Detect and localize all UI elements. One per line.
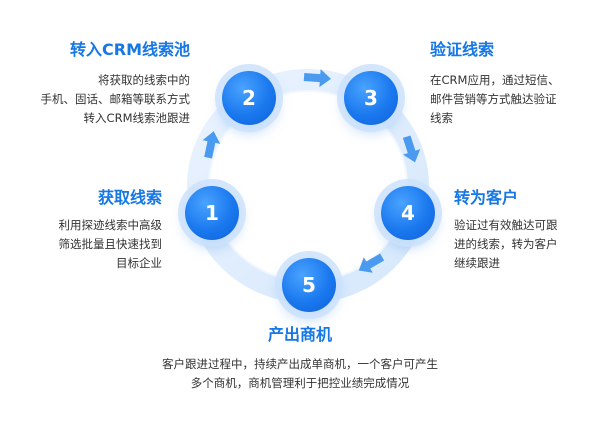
description-line: 多个商机，商机管理利于把控业绩完成情况 [190, 376, 410, 390]
step-1-description: 利用探迹线索中高级 筛选批量且快速找到 目标企业 [59, 216, 163, 273]
description-line: 线索 [430, 111, 453, 125]
description-line: 客户跟进过程中，持续产出成单商机，一个客户可产生 [162, 357, 438, 371]
description-line: 将获取的线索中的 [98, 73, 190, 87]
step-4-title: 转为客户 [454, 188, 519, 207]
step-5-title: 产出商机 [267, 325, 332, 344]
step-3-circle: 3 [344, 71, 398, 125]
arrow-icon [303, 69, 331, 88]
description-line: 验证过有效触达可跟 [454, 218, 558, 232]
step-2-title: 转入CRM线索池 [70, 40, 190, 59]
step-number: 2 [242, 86, 256, 110]
step-number: 5 [302, 273, 316, 297]
arrow-icon [202, 131, 221, 159]
arrow-icon [402, 135, 421, 163]
step-1-circle: 1 [185, 186, 239, 240]
step-5-description: 客户跟进过程中，持续产出成单商机，一个客户可产生 多个商机，商机管理利于把控业绩… [0, 355, 600, 393]
step-number: 1 [205, 201, 219, 225]
description-line: 目标企业 [116, 256, 162, 270]
step-number: 3 [364, 86, 378, 110]
step-5-circle: 5 [282, 258, 336, 312]
step-4-circle: 4 [381, 186, 435, 240]
description-line: 利用探迹线索中高级 [58, 218, 163, 232]
step-1-title: 获取线索 [97, 188, 162, 207]
step-2-circle: 2 [222, 71, 276, 125]
step-number: 4 [401, 201, 415, 225]
step-3-title: 验证线索 [430, 40, 495, 59]
description-line: 转入CRM线索池跟进 [83, 111, 190, 125]
description-line: 进的线索，转为客户 [454, 237, 558, 251]
description-line: 邮件营销等方式触达验证 [430, 92, 557, 106]
description-line: 筛选批量且快速找到 [58, 237, 163, 251]
step-4-description: 验证过有效触达可跟 进的线索，转为客户 继续跟进 [454, 216, 558, 273]
description-line: 在CRM应用，通过短信、 [430, 73, 560, 87]
description-line: 继续跟进 [454, 256, 500, 270]
step-3-description: 在CRM应用，通过短信、 邮件营销等方式触达验证 线索 [430, 71, 559, 128]
description-line: 手机、固话、邮箱等联系方式 [40, 92, 191, 106]
arrow-icon [358, 253, 385, 273]
step-2-description: 将获取的线索中的 手机、固话、邮箱等联系方式 转入CRM线索池跟进 [41, 71, 191, 128]
